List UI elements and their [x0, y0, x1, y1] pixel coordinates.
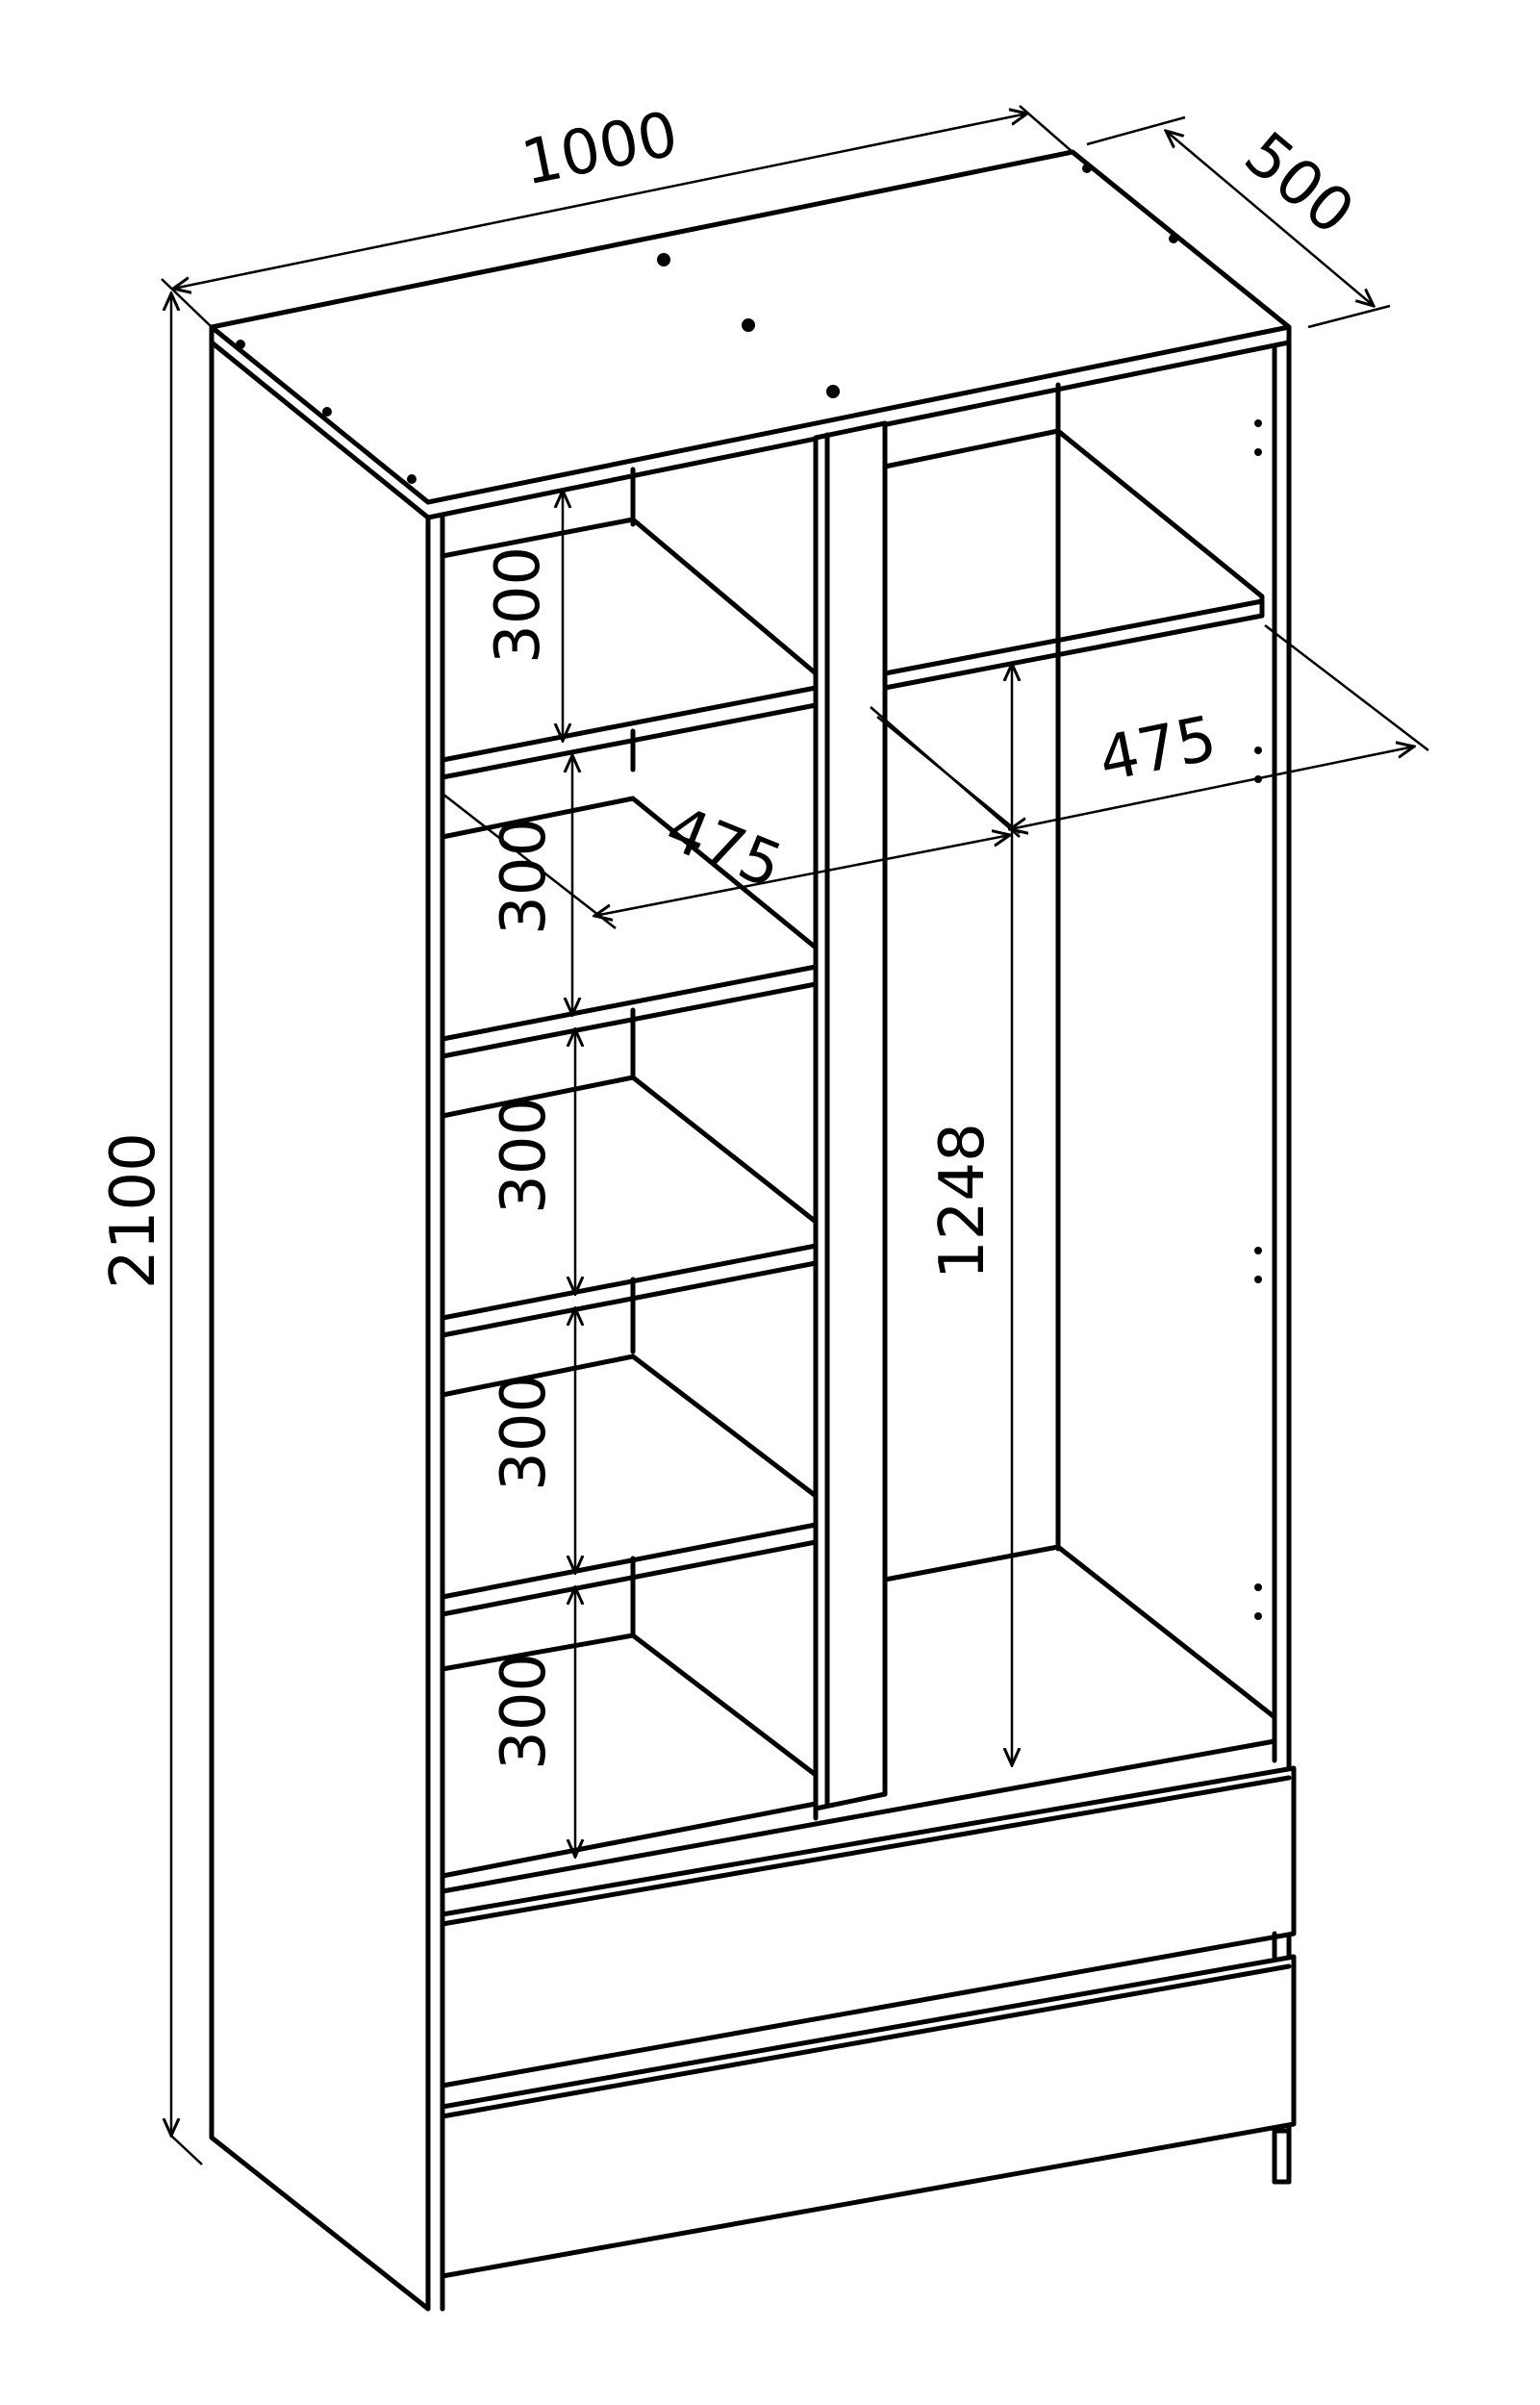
drawer-upper [440, 1765, 1297, 2089]
shelf-depth-right-label: 475 [1093, 703, 1222, 797]
left-shelves [440, 517, 1277, 1894]
width-label: 1000 [516, 99, 683, 200]
shelf-depth-left-label: 475 [656, 793, 792, 902]
hanging-height-label: 1248 [927, 1123, 998, 1279]
carcass [209, 149, 1297, 2312]
drawer-lower [440, 1954, 1297, 2312]
centre-divider [813, 420, 888, 1811]
right-top-shelf [882, 428, 1265, 691]
shelf-gap-label-1: 300 [483, 546, 554, 664]
shelf-gap-label-4: 300 [489, 1374, 560, 1491]
height-label: 2100 [98, 1132, 169, 1289]
dimension-lines [161, 105, 1429, 2165]
depth-label: 500 [1231, 119, 1367, 249]
shelf-gap-label-5: 300 [489, 1653, 560, 1770]
right-bottom-floor [882, 1544, 1277, 1720]
left-side-panel [209, 340, 431, 2312]
shelf-gap-label-2: 300 [489, 818, 560, 935]
shelf-gap-label-3: 300 [489, 1097, 560, 1214]
